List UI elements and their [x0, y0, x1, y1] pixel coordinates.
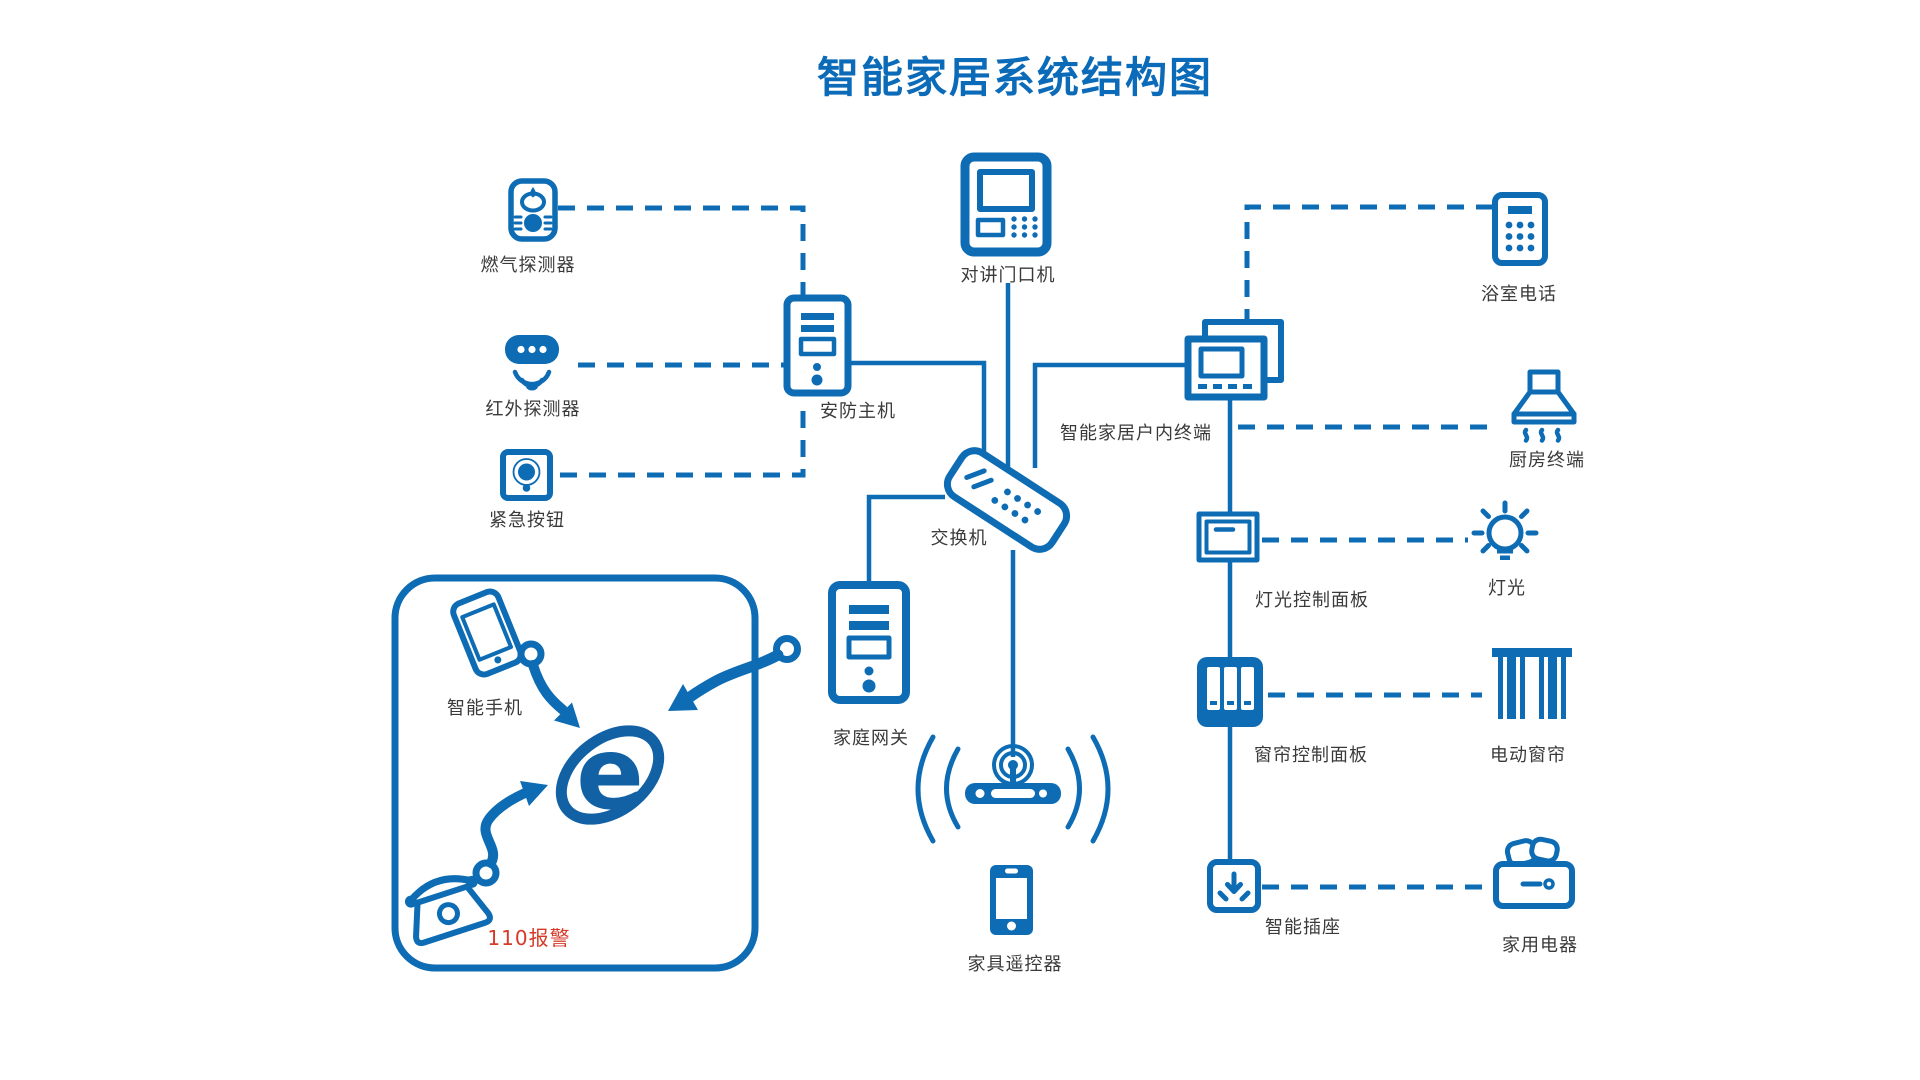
remote-phone-icon: [990, 865, 1033, 935]
label-bathroom-phone: 浴室电话: [1481, 284, 1557, 305]
bathroom-phone-icon: [1492, 192, 1548, 266]
page-title: 智能家居系统结构图: [816, 53, 1214, 102]
indoor-terminal-icon: [1184, 319, 1284, 401]
label-curtain-panel: 窗帘控制面板: [1254, 745, 1368, 766]
curtain-panel-icon: [1197, 657, 1263, 727]
label-home-appliance: 家用电器: [1502, 935, 1578, 956]
smart-socket-icon: [1207, 859, 1261, 913]
light-panel-icon: [1196, 511, 1260, 563]
motor-curtain-icon: [1492, 648, 1572, 719]
label-remote-control: 家具遥控器: [967, 954, 1063, 975]
e-logo: e: [555, 715, 665, 832]
appliance-icon: [1493, 836, 1575, 909]
home-gateway-icon: [828, 581, 910, 704]
label-gas-detector: 燃气探测器: [480, 255, 576, 276]
label-door-intercom: 对讲门口机: [960, 265, 1056, 286]
label-alarm-110: 110报警: [487, 926, 571, 950]
label-indoor-terminal: 智能家居户内终端: [1060, 423, 1212, 444]
door-intercom-icon: [960, 152, 1052, 257]
arrow-smartphone-to-elogo: [517, 640, 580, 728]
label-switch: 交换机: [930, 528, 988, 549]
router-icon: [915, 734, 1111, 844]
infrared-detector-icon: [505, 335, 559, 391]
alarm-box: [391, 574, 759, 972]
label-light-panel: 灯光控制面板: [1255, 590, 1369, 611]
smartphone-icon: [450, 588, 524, 678]
svg-text:e: e: [576, 715, 644, 832]
label-light: 灯光: [1488, 578, 1526, 599]
switch-icon: [943, 447, 1071, 553]
emergency-button-icon: [500, 449, 553, 501]
gas-detector-icon: [508, 178, 558, 242]
telephone-icon: [404, 875, 493, 947]
label-motor-curtain: 电动窗帘: [1490, 745, 1566, 766]
label-kitchen-terminal: 厨房终端: [1509, 450, 1585, 471]
security-host-icon: [783, 294, 852, 397]
label-infrared-detector: 红外探测器: [485, 399, 581, 420]
arrow-internet-to-elogo: [668, 635, 801, 711]
label-emergency-button: 紧急按钮: [489, 510, 565, 531]
label-home-gateway: 家庭网关: [833, 728, 909, 749]
light-bulb-icon: [1471, 500, 1539, 560]
kitchen-hood-icon: [1511, 369, 1577, 443]
label-smartphone: 智能手机: [447, 698, 523, 719]
label-security-host: 安防主机: [820, 401, 896, 422]
arrow-telephone-to-elogo: [472, 781, 548, 887]
label-smart-socket: 智能插座: [1265, 917, 1341, 938]
connector-lines: [558, 204, 1493, 890]
